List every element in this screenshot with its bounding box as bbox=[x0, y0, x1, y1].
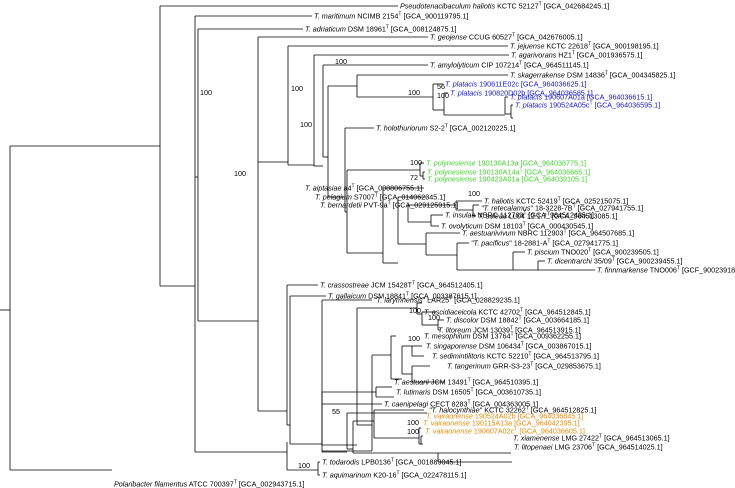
bootstrap-value: 100 bbox=[410, 158, 422, 167]
taxon-label-insulae: T. insulae NBRC 112783T [GCA_964512435.1… bbox=[445, 211, 594, 220]
taxon-label-haliotis: T. haliotis KCTC 52419T [GCA_025215075.1… bbox=[484, 197, 628, 206]
taxon-label-pelagium: T. pelagium S7007T [GCA_014062345.1] bbox=[315, 193, 445, 202]
taxon-label-halocynthiae: "T. halocynthiae" KCTC 32262T [GCA_96451… bbox=[429, 406, 596, 415]
taxon-label-mesophilum: T. mesophilum DSM 13764T [GCA_009362255.… bbox=[424, 332, 581, 341]
bootstrap-value: 100 bbox=[407, 427, 419, 436]
bootstrap-value: 100 bbox=[407, 418, 419, 427]
taxon-label-xiamenense: T. xiamenense LMG 27422T [GCA_964513065.… bbox=[513, 434, 670, 443]
taxon-label-aiptasiae: T. aiptasiae a4T [GCA_008806755.1] bbox=[305, 184, 422, 193]
taxon-label-retecalamus: "T. retecalamus" 18-3228-7BT [GCA_027941… bbox=[481, 204, 643, 213]
taxon-label-maritimum: T. maritimum NCIMB 2154T [GCA_900119795.… bbox=[314, 12, 468, 21]
bootstrap-value: 100 bbox=[409, 306, 421, 315]
taxon-label-piscium: T. piscium TNO020T [GCA_900239505.1] bbox=[527, 248, 659, 257]
taxon-label-pacificus: "T. pacificus" 18-2881-AT [GCA_027941775… bbox=[471, 239, 618, 248]
taxon-label-agarivorans: T. agarivorans HZ1T [GCA_001936575.1] bbox=[511, 51, 642, 60]
taxon-label-aquimarinum: T. aquimarinum K20-16T [GCA_022478115.1] bbox=[322, 471, 467, 480]
taxon-label-vairaonense: T. vairaonense 190607A02cT [GCA_96403660… bbox=[425, 427, 585, 436]
bootstrap-value: 100 bbox=[200, 88, 212, 97]
bootstrap-value: 100 bbox=[234, 169, 246, 178]
taxon-label-tangerinum: T. tangerinum GRR-S3-23T [GCA_029853675.… bbox=[447, 362, 601, 371]
taxon-label-geojense: T. geojense CCUG 60527T [GCA_042676005.1… bbox=[430, 33, 583, 42]
bootstrap-value: 100 bbox=[335, 57, 347, 66]
taxon-label-soleae: T. soleae LL04 12.1.7T [GCA_964513085.1] bbox=[478, 212, 617, 221]
tree-branches bbox=[0, 5, 595, 476]
taxon-label-polynesiense: T. polynesiense 190130A13a [GCA_96403677… bbox=[426, 159, 586, 168]
taxon-label-platacis: T. platacis 190607A01a [GCA_964036615.1] bbox=[510, 93, 652, 102]
taxon-label-aestuarii: T. aestuarii JCM 13491T [GCA_964510395.1… bbox=[394, 378, 538, 387]
taxon-label-pseudotenacibaculum-haliotis: Pseudotenacibaculum haliotis KCTC 52127T… bbox=[400, 2, 609, 11]
taxon-label-dicentrarchi: T. dicentrarchi 35/09T [GCA_900239455.1] bbox=[547, 257, 682, 266]
taxon-label-bernardetii: T. bernardetii PVT-9aT [GCA_029125915.1] bbox=[320, 201, 458, 210]
taxon-label-discolor: T. discolor DSM 18842T [GCA_003664185.1] bbox=[446, 316, 589, 325]
bootstrap-value: 100 bbox=[300, 120, 312, 129]
taxon-label-singaporense: T. singaporense DSM 106434T [GCA_0038670… bbox=[426, 342, 591, 351]
taxon-label-litoreum: T. litoreum JCM 13039T [GCA_964513915.1] bbox=[438, 326, 581, 335]
taxon-label-todarodis: T. todarodis LPB0136T [GCA_001889045.1] bbox=[322, 458, 461, 467]
bootstrap-value: 56 bbox=[437, 82, 445, 91]
taxon-label-gallaicum: T. gallaicum DSM 18841T [GCA_003387615.1… bbox=[328, 292, 477, 301]
taxon-label-vairaonense: T. vairaonense 190524A02b [GCA_964036845… bbox=[426, 412, 583, 421]
bootstrap-value: 100 bbox=[408, 88, 420, 97]
taxon-label-litopenaei: T. litopenaei LMG 23706T [GCA_964514025.… bbox=[514, 443, 663, 452]
taxon-label-polynesiense: T. polynesiense 190130A14aT [GCA_9640366… bbox=[427, 168, 590, 177]
taxon-label-lutimaris: T. lutimaris DSM 16505T [GCA_003610735.1… bbox=[396, 388, 541, 397]
bootstrap-value: 100 bbox=[437, 91, 449, 100]
bootstrap-value: 100 bbox=[298, 461, 310, 470]
taxon-label-ascidiaceicola: T. ascidiaceicola KCTC 42702T [GCA_96451… bbox=[424, 308, 591, 317]
taxon-label-jejuense: T. jejuense KCTC 22618T [GCA_900198195.1… bbox=[510, 42, 659, 51]
bootstrap-value: 72 bbox=[410, 173, 418, 182]
taxon-label-polaribacter-filamentus: Polaribacter filamentus ATCC 700397T [GC… bbox=[114, 480, 304, 488]
taxon-label-adriaticum: T. adriaticum DSM 18961T [GCA_008124875.… bbox=[305, 25, 456, 34]
taxon-label-platacis: T. platacis 190524A05cT [GCA_964036595.1… bbox=[515, 101, 660, 110]
taxon-label-platacis: T. platacis 190820D02b [GCA_964036585.1] bbox=[450, 89, 593, 98]
bootstrap-value: 100 bbox=[291, 84, 303, 93]
taxon-label-crassostreae: T. crassostreae JCM 15428TT [GCA_9645124… bbox=[320, 281, 483, 290]
taxon-label-finnmarkense: T. finnmarkense TNO006T [GCF_900239185.1… bbox=[597, 266, 735, 275]
taxon-label-polynesiense: T. polynesiense 190423A01a [GCA_96403910… bbox=[427, 175, 587, 184]
taxon-label-vairaonense: T. vairaonense 190115A13a [GCA_964042395… bbox=[423, 419, 580, 428]
taxon-label-sedimintilitoris: T. sedimintilitoris KCTC 52210T [GCA_964… bbox=[432, 352, 599, 361]
taxon-label-caenipelagi: T. caenipelagi CECT 8283T [GCA_004363005… bbox=[384, 400, 538, 409]
bootstrap-value: 55 bbox=[332, 407, 340, 416]
taxon-label-amylolyticum: T. amylolyticum CIP 107214T [GCA_9645111… bbox=[430, 61, 589, 70]
taxon-label-ovolyticum: T. ovolyticum DSM 18103T [GCA_000430545.… bbox=[441, 222, 593, 231]
taxon-labels: Pseudotenacibaculum haliotis KCTC 52127T… bbox=[114, 2, 735, 488]
bootstrap-value: 100 bbox=[408, 334, 420, 343]
bootstrap-value: 100 bbox=[468, 189, 480, 198]
taxon-label-larymnensis: "T. larymnensis" LAR25T [GCA_028829235.1… bbox=[374, 296, 520, 305]
bootstrap-value: 100 bbox=[428, 313, 440, 322]
taxon-label-aestuariivivum: T. aestuariivivum NBRC 112903T [GCA_9645… bbox=[462, 229, 634, 238]
taxon-label-skagerrakense: T. skagerrakense DSM 14836T [GCA_0043458… bbox=[510, 71, 675, 80]
taxon-label-platacis: T. platacis 190611E02c [GCA_964036625.1] bbox=[445, 80, 586, 89]
bootstrap-labels: 1005610010010010010072100100100100100100… bbox=[200, 57, 480, 470]
taxon-label-holothuriorum: T. holothuriorum S2-2T [GCA_002120225.1] bbox=[376, 124, 515, 133]
